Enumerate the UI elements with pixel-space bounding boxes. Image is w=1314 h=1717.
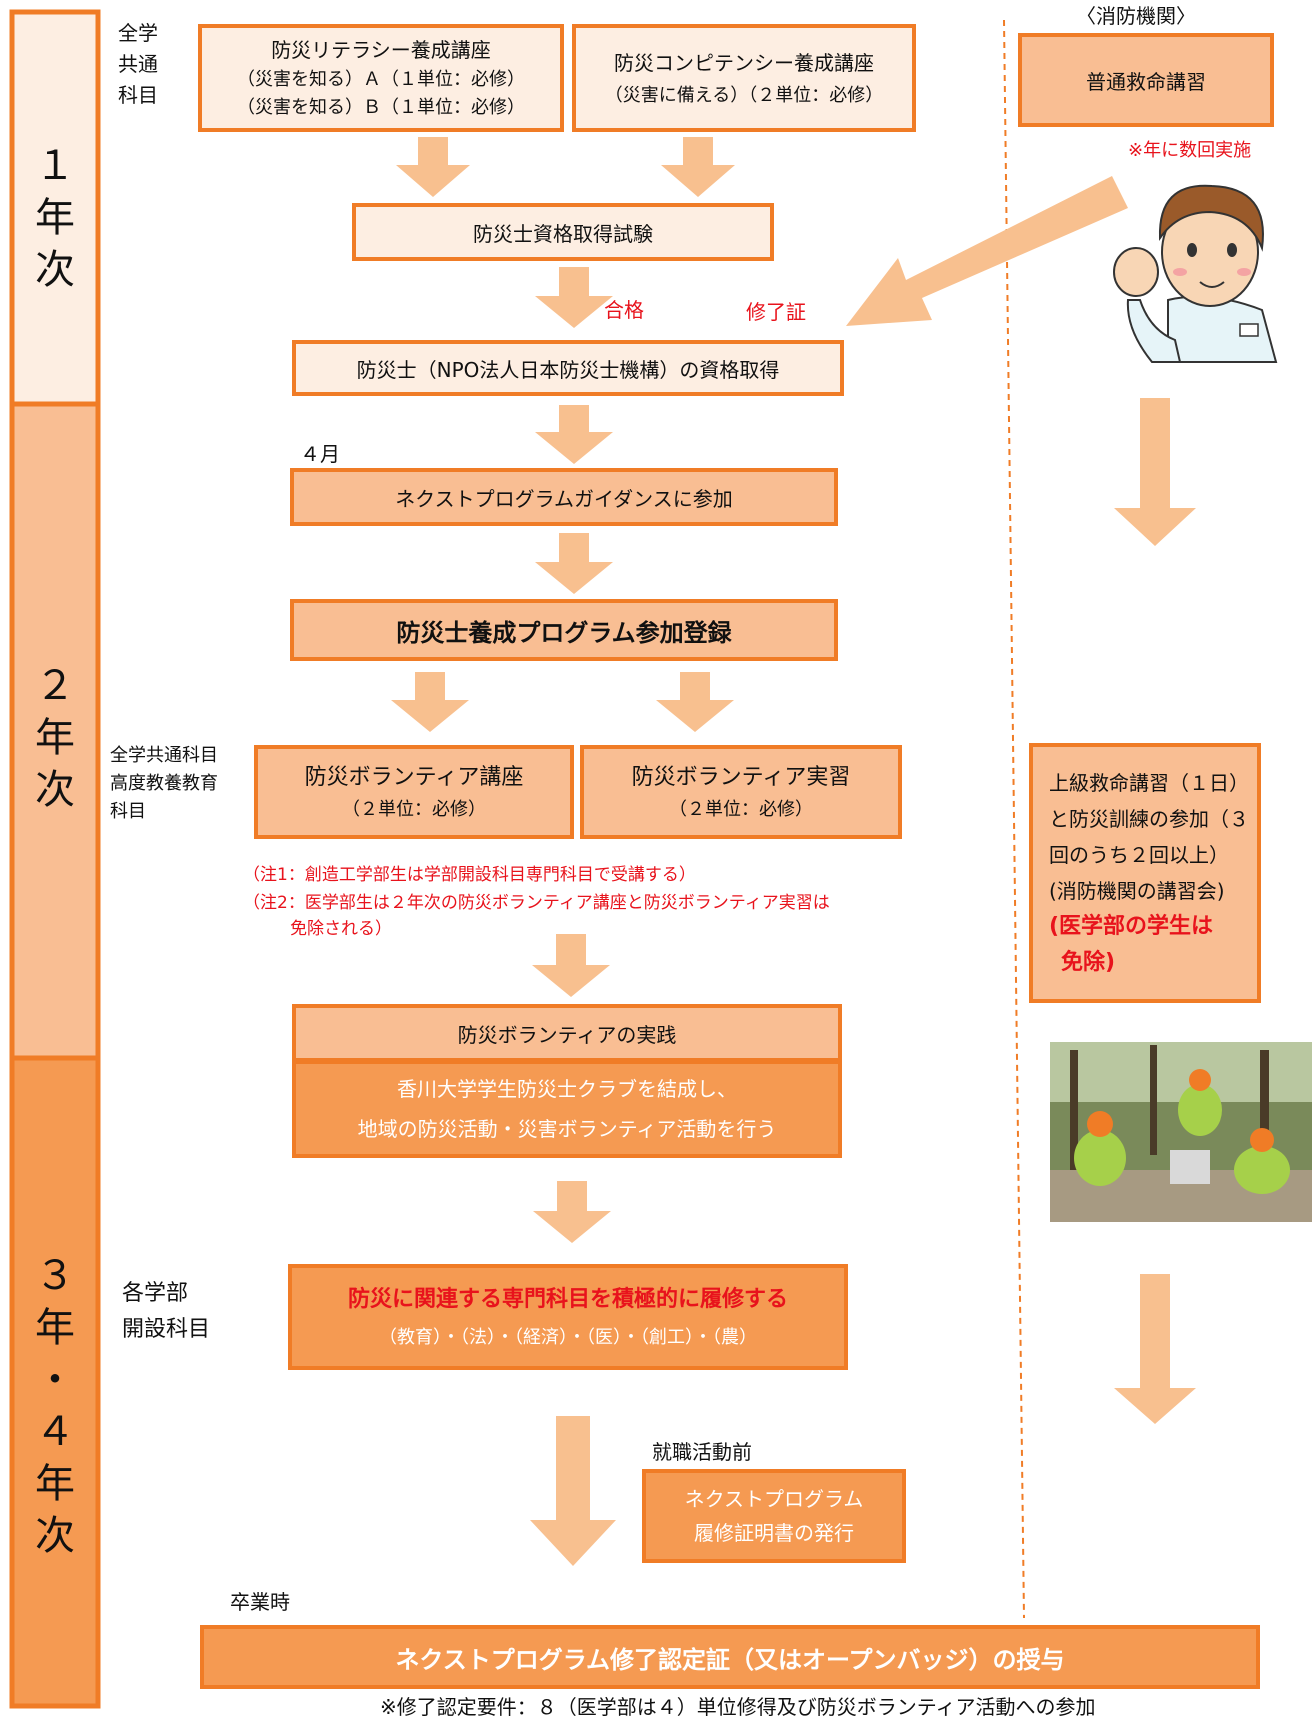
common-subjects-label: 全学 共通 科目 (118, 21, 158, 107)
arrow-registration-to-practice (656, 672, 734, 732)
volunteer-course-sub: （２単位：必修） (342, 799, 486, 820)
dashed-separator (1003, 19, 1025, 1619)
pass-label: 合格 (604, 298, 644, 322)
volunteer-practice-title: 防災ボランティア実習 (631, 765, 851, 790)
volunteer-course-box: 防災ボランティア講座 （２単位：必修） (254, 745, 574, 839)
completion-requirements-footnote: ※修了認定要件：８（医学部は４）単位修得及び防災ボランティア活動への参加 (380, 1695, 1096, 1717)
volunteer-practice-box: 防災ボランティア実習 （２単位：必修） (580, 745, 902, 839)
arrow-fire-lower (1114, 1274, 1196, 1424)
competency-course-sub: （災害に備える）（２単位：必修） (604, 85, 884, 106)
advanced-line-2: と防災訓練の参加（３ (1049, 807, 1249, 831)
completion-certificate-line-2: 履修証明書の発行 (694, 1521, 854, 1545)
year-1-label: １ 年 次 (35, 143, 75, 293)
year-34-label: ３ 年 ・ ４ 年 次 (35, 1253, 75, 1559)
advanced-line-4: (消防機関の講習会) (1049, 879, 1225, 903)
year-1-bar (9, 9, 101, 407)
literacy-course-title: 防災リテラシー養成講座 (271, 38, 491, 62)
note-2-continued: 免除される） (290, 919, 392, 939)
note-2: （注2：医学部生は２年次の防災ボランティア講座と防災ボランティア実習は (243, 893, 830, 913)
competency-course-title: 防災コンピテンシー養成講座 (614, 51, 874, 75)
year-34-bar (9, 1055, 101, 1709)
guidance-box: ネクストプログラムガイダンスに参加 (290, 468, 838, 526)
basic-lifesaving-course-box: 普通救命講習 (1018, 33, 1274, 127)
volunteer-course-title: 防災ボランティア講座 (304, 765, 524, 790)
advanced-exempt-2: 免除) (1061, 950, 1116, 975)
final-certification-text: ネクストプログラム修了認定証（又はオープンバッジ）の授与 (395, 1645, 1065, 1674)
volunteer-club-box: 香川大学学生防災士クラブを結成し、 地域の防災活動・災害ボランティア活動を行う (292, 1060, 842, 1158)
advanced-line-3: 回のうち２回以上） (1049, 843, 1229, 867)
graduation-label: 卒業時 (230, 1590, 290, 1614)
april-label: ４月 (300, 442, 340, 466)
arrow-guidance-to-registration (535, 533, 613, 594)
certification-exam-box: 防災士資格取得試験 (352, 203, 774, 261)
literacy-course-b: （災害を知る）Ｂ（１単位：必修） (237, 97, 525, 118)
note-1: （注1：創造工学部生は学部開設科目専門科目で受講する） (243, 865, 696, 885)
guidance-text: ネクストプログラムガイダンスに参加 (395, 486, 733, 511)
specialized-subjects-title: 防災に関連する専門科目を積極的に履修する (347, 1287, 788, 1312)
arrow-to-final (530, 1416, 616, 1566)
arrow-literacy-to-exam (396, 137, 470, 197)
volunteer-practice-sub: （２単位：必修） (669, 799, 813, 820)
specialized-subjects-faculties: （教育）・（法）・（経済）・（医）・（創工）・（農） (379, 1327, 757, 1348)
advanced-exempt-1: (医学部の学生は (1049, 914, 1214, 939)
completion-certificate-line-1: ネクストプログラム (684, 1487, 864, 1511)
advanced-subjects-label: 全学共通科目 高度教養教育 科目 (110, 745, 218, 822)
qualification-box: 防災士（NPO法人日本防災士機構）の資格取得 (292, 340, 844, 396)
volunteer-activity-photo (1050, 1042, 1312, 1222)
registration-text: 防災士養成プログラム参加登録 (396, 618, 732, 647)
qualification-text: 防災士（NPO法人日本防災士機構）の資格取得 (356, 357, 780, 382)
competency-course-box: 防災コンピテンシー養成講座 （災害に備える）（２単位：必修） (572, 24, 916, 132)
certificate-label: 修了証 (746, 300, 806, 324)
arrow-registration-to-course (391, 672, 469, 732)
arrow-fire-upper (1114, 398, 1196, 546)
volunteer-club-line-2: 地域の防災活動・災害ボランティア活動を行う (357, 1117, 777, 1141)
arrow-diagonal-certificate (846, 176, 1128, 326)
doctor-character-illustration (1113, 184, 1278, 363)
volunteer-club-line-1: 香川大学学生防災士クラブを結成し、 (397, 1077, 737, 1101)
final-certification-box: ネクストプログラム修了認定証（又はオープンバッジ）の授与 (200, 1625, 1260, 1689)
arrow-competency-to-exam (661, 137, 735, 197)
volunteer-practice-header-text: 防災ボランティアの実践 (457, 1022, 677, 1047)
literacy-course-a: （災害を知る）Ａ（１単位：必修） (237, 69, 525, 90)
basic-lifesaving-course-text: 普通救命講習 (1086, 69, 1206, 94)
completion-certificate-box: ネクストプログラム 履修証明書の発行 (642, 1469, 906, 1563)
certification-exam-text: 防災士資格取得試験 (473, 221, 653, 246)
fire-dept-header: 〈消防機関〉 (1076, 4, 1196, 28)
year-2-label: ２ 年 次 (35, 663, 75, 813)
arrow-qualification-to-guidance (535, 405, 613, 464)
year-2-bar (9, 401, 101, 1061)
registration-box: 防災士養成プログラム参加登録 (290, 599, 838, 661)
before-job-hunting-label: 就職活動前 (652, 1440, 752, 1464)
literacy-course-box: 防災リテラシー養成講座 （災害を知る）Ａ（１単位：必修） （災害を知る）Ｂ（１単… (198, 24, 564, 132)
arrow-practice-to-specialized (533, 1181, 611, 1243)
basic-course-frequency-note: ※年に数回実施 (1128, 140, 1252, 161)
advanced-lifesaving-box: 上級救命講習（１日） と防災訓練の参加（３ 回のうち２回以上） (消防機関の講習… (1029, 743, 1261, 1003)
advanced-line-1: 上級救命講習（１日） (1049, 771, 1249, 795)
arrow-notes-to-practice (532, 934, 610, 997)
faculty-subjects-label: 各学部 開設科目 (122, 1281, 211, 1342)
arrow-exam-to-qualification (535, 267, 613, 328)
specialized-subjects-box: 防災に関連する専門科目を積極的に履修する （教育）・（法）・（経済）・（医）・（… (288, 1264, 848, 1370)
volunteer-practice-header-box: 防災ボランティアの実践 (292, 1004, 842, 1062)
